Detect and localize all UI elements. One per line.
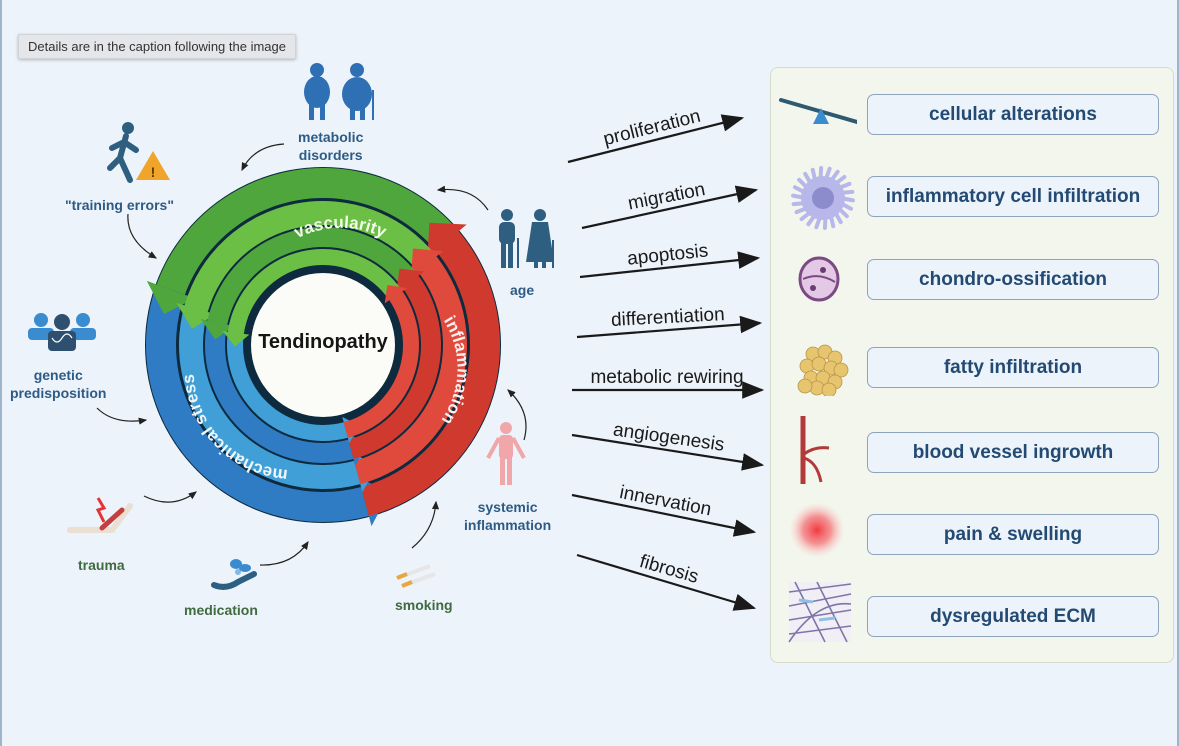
factor-label-line: genetic	[33, 367, 83, 383]
inflammation-ring	[361, 231, 501, 516]
caption-tooltip: Details are in the caption following the…	[18, 34, 296, 59]
process-arrow	[576, 553, 757, 611]
process-arrow	[571, 493, 757, 537]
factor-trauma: trauma	[78, 556, 125, 574]
trauma-arrow	[143, 491, 197, 503]
factor-systemic-inflammation: systemic inflammation	[464, 498, 551, 534]
factor-metabolic-disorders: metabolic disorders	[298, 128, 363, 164]
fat-cell	[833, 362, 849, 378]
factor-age: age	[510, 281, 534, 299]
process-label: proliferation	[601, 106, 702, 150]
process-arrow	[579, 251, 761, 279]
factor-smoking: smoking	[395, 596, 453, 614]
factor-label-line: inflammation	[464, 517, 552, 533]
vascularity-ring	[207, 227, 419, 325]
factor-medication: medication	[184, 601, 258, 619]
factor-label-line: smoking	[395, 597, 453, 613]
systemic-arrow	[507, 389, 527, 441]
factor-label-line: trauma	[78, 557, 125, 573]
fat-cell	[797, 378, 813, 394]
inflammation-ring	[348, 275, 442, 459]
inflammation-arrowhead	[427, 222, 467, 258]
seesaw-icon	[779, 98, 857, 124]
process-arrow	[576, 315, 763, 339]
process-arrow	[567, 114, 745, 164]
age-arrow	[436, 185, 489, 211]
outcome-inflammatory-cell-infiltration: inflammatory cell infiltration	[867, 176, 1159, 217]
vascularity-arrowhead	[176, 302, 216, 329]
center-circle	[251, 273, 395, 417]
factor-label-line: age	[510, 282, 535, 298]
ecm-fibers-icon	[788, 581, 852, 643]
vascularity-arrowhead	[200, 319, 234, 340]
pills-hand-icon	[211, 559, 257, 590]
vascularity-ring	[227, 249, 403, 334]
svg-text:!: !	[151, 164, 156, 180]
inflammation-ring	[354, 256, 467, 485]
factor-label-line: metabolic	[298, 129, 364, 145]
process-arrow	[571, 433, 765, 471]
process-arrows: proliferationmigrationapoptosisdifferent…	[567, 106, 765, 611]
factor-training-errors: "training errors"	[65, 196, 174, 214]
inflammation-arrowhead	[396, 268, 425, 292]
outcome-pain-swelling: pain & swelling	[867, 514, 1159, 555]
immune-cell-icon	[791, 166, 855, 230]
mechanical-stress-ring	[226, 312, 348, 442]
smoking-arrow	[411, 500, 440, 549]
injured-leg-icon	[67, 497, 133, 533]
inflammation-arrowhead	[410, 248, 444, 277]
vascularity-arrowhead	[222, 330, 250, 347]
mechanical-stress-ring	[145, 284, 369, 522]
outcome-fatty-infiltration: fatty infiltration	[867, 347, 1159, 388]
outcomes-panel: cellular alterations inflammatory cell i…	[770, 67, 1174, 663]
process-label: metabolic rewiring	[590, 367, 743, 388]
chondrocyte-icon	[798, 256, 840, 302]
runner-warning-icon: !	[107, 122, 170, 183]
outcome-dysregulated-ecm: dysregulated ECM	[867, 596, 1159, 637]
fat-cells-icon	[797, 344, 849, 396]
factor-genetic-predisposition: genetic predisposition	[10, 366, 106, 402]
center-title: Tendinopathy	[258, 331, 388, 353]
process-arrow	[581, 185, 759, 230]
factor-label-line: "training errors"	[65, 197, 174, 213]
cigarettes-icon	[396, 564, 436, 588]
factor-label-line: predisposition	[10, 385, 107, 401]
outcome-chondro-ossification: chondro-ossification	[867, 259, 1159, 300]
blood-vessel-icon	[800, 416, 830, 484]
vascularity-arrowhead	[146, 280, 195, 315]
mechanical-stress-ring	[179, 295, 361, 489]
mechanical-stress-ring	[205, 304, 354, 463]
inflamed-body-icon	[486, 422, 526, 485]
factor-label-line: systemic	[477, 499, 538, 515]
outcome-cellular-alterations: cellular alterations	[867, 94, 1159, 135]
inflammation-ring	[343, 291, 420, 438]
vascularity-ring	[184, 201, 437, 312]
metabolic-arrow	[241, 143, 285, 172]
medication-arrow	[259, 541, 309, 566]
factor-label-line: disorders	[298, 147, 363, 163]
dna-group-icon	[28, 313, 96, 351]
elderly-couple-icon	[499, 209, 554, 268]
outcome-blood-vessel-ingrowth: blood vessel ingrowth	[867, 432, 1159, 473]
fat-cell	[821, 382, 837, 396]
training-arrow	[127, 213, 158, 259]
genetic-arrow	[96, 407, 148, 425]
obese-couple-icon	[304, 63, 374, 120]
factor-label-line: medication	[184, 602, 258, 618]
pain-spot-icon	[789, 502, 845, 558]
vascularity-ring	[156, 168, 459, 295]
inflammation-arrowhead	[384, 284, 408, 304]
